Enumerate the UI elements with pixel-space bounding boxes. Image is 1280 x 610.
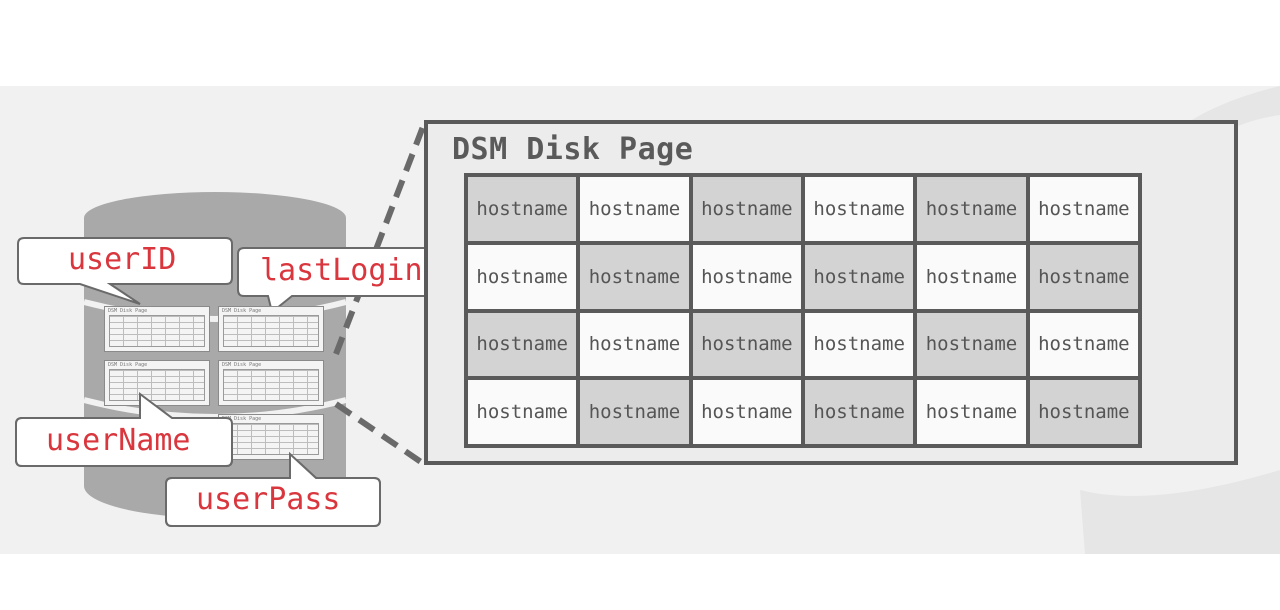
grid-cell: hostname xyxy=(580,312,689,377)
mini-disk-page: DSM Disk Page xyxy=(218,360,324,406)
grid-cell: hostname xyxy=(468,177,577,241)
callout-userpass-bubble-front xyxy=(165,451,381,527)
mini-page-label: DSM Disk Page xyxy=(108,362,148,368)
grid-cell: hostname xyxy=(805,244,914,309)
grid-cell: hostname xyxy=(1029,380,1138,444)
grid-cell: hostname xyxy=(692,244,801,309)
grid-cell: hostname xyxy=(692,312,801,377)
grid-cell: hostname xyxy=(468,380,577,444)
grid-cell: hostname xyxy=(1029,312,1138,377)
callout-username-text: userName xyxy=(46,423,191,458)
callout-lastlogin-text: lastLogin xyxy=(260,253,423,288)
callout-userpass-text: userPass xyxy=(196,482,341,517)
zoom-line-bottom xyxy=(334,401,426,467)
mini-page-grid xyxy=(109,369,205,401)
grid-cell: hostname xyxy=(917,177,1026,241)
grid-cell: hostname xyxy=(468,244,577,309)
grid-cell: hostname xyxy=(917,380,1026,444)
grid-cell: hostname xyxy=(917,312,1026,377)
callout-userid-bubble xyxy=(17,237,233,305)
grid-cell: hostname xyxy=(917,244,1026,309)
mini-disk-page: DSM Disk Page xyxy=(218,306,324,352)
decorative-arc xyxy=(1128,86,1280,235)
grid-cell: hostname xyxy=(580,244,689,309)
mini-page-grid xyxy=(223,369,319,401)
zoom-line-top xyxy=(333,122,427,356)
mini-page-label: DSM Disk Page xyxy=(222,308,262,314)
mini-page-grid xyxy=(223,315,319,347)
callout-userid-text: userID xyxy=(68,242,177,277)
grid-cell: hostname xyxy=(692,177,801,241)
grid-cell: hostname xyxy=(468,312,577,377)
grid-cell: hostname xyxy=(805,380,914,444)
mini-page-label: DSM Disk Page xyxy=(222,416,262,422)
mini-page-grid xyxy=(109,315,205,347)
decorative-arc-bottom xyxy=(1080,470,1280,554)
mini-page-label: DSM Disk Page xyxy=(222,362,262,368)
panel-title: DSM Disk Page xyxy=(452,132,694,167)
callout-username-bubble-front xyxy=(15,392,233,467)
mini-disk-page: DSM Disk Page xyxy=(104,360,210,406)
grid-cell: hostname xyxy=(1029,244,1138,309)
mini-page-label: DSM Disk Page xyxy=(108,308,148,314)
mini-disk-page: DSM Disk Page xyxy=(104,306,210,352)
grid-cell: hostname xyxy=(580,380,689,444)
grid-cell: hostname xyxy=(805,312,914,377)
grid-cell: hostname xyxy=(1029,177,1138,241)
mini-disk-page: DSM Disk Page xyxy=(218,414,324,460)
grid-cell: hostname xyxy=(805,177,914,241)
grid-cell: hostname xyxy=(692,380,801,444)
grid-cell: hostname xyxy=(580,177,689,241)
